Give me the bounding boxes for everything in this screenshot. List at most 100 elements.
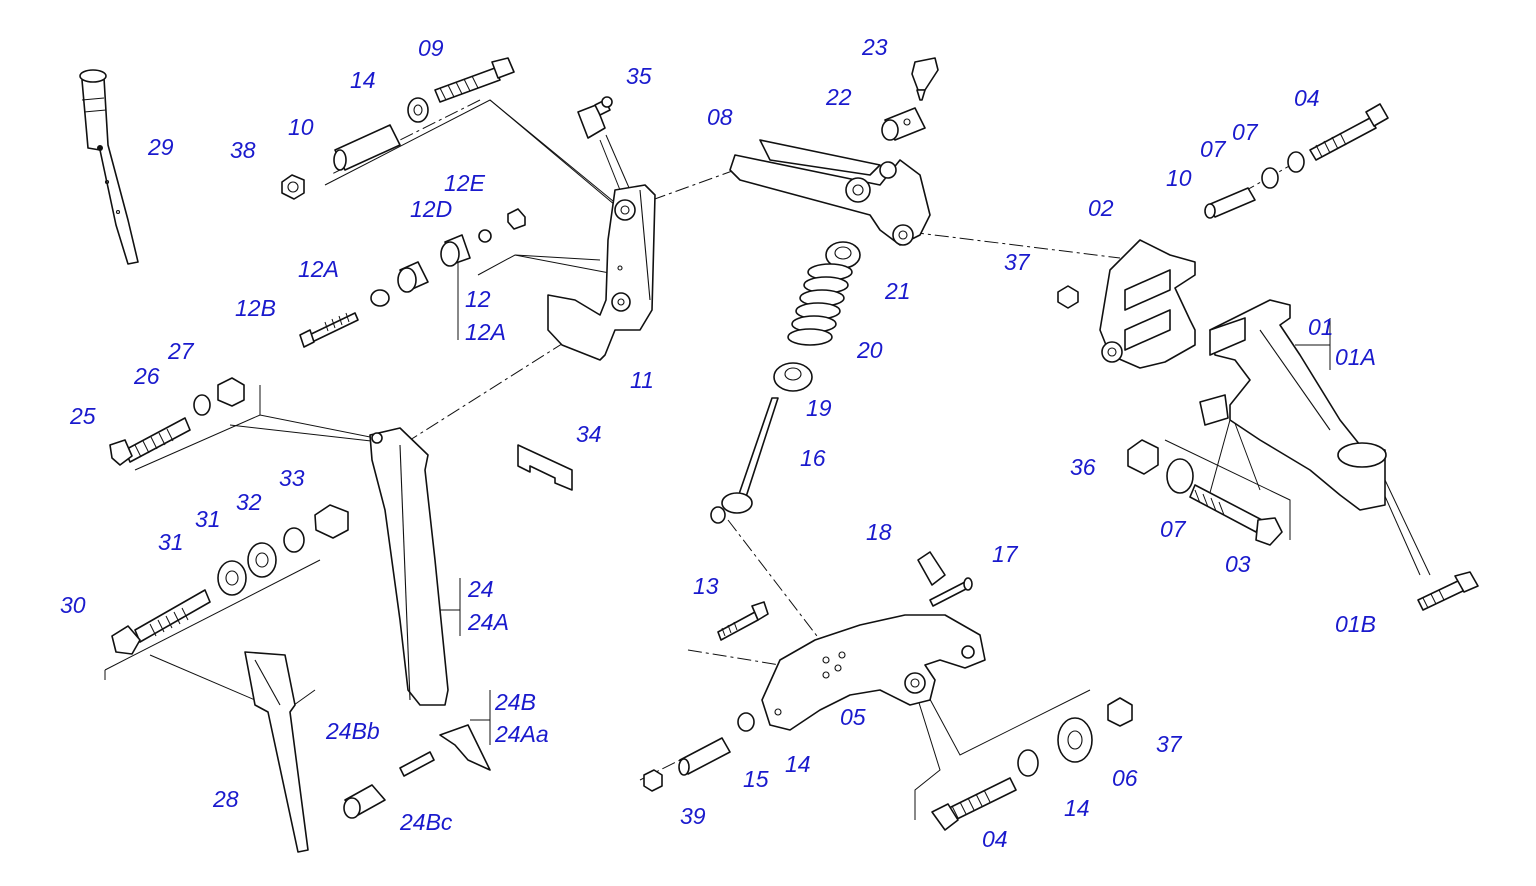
- label-06: 06: [1112, 765, 1138, 791]
- label-15: 15: [743, 766, 769, 792]
- part-07-washer: [1261, 167, 1279, 189]
- label-14-mid: 14: [785, 751, 811, 777]
- leader-lines: [104, 99, 1431, 820]
- part-18-clip: [917, 551, 946, 586]
- part-14-washer: [407, 97, 429, 123]
- part-03-bolt: [1189, 484, 1283, 546]
- part-36-nut: [1127, 439, 1159, 475]
- part-24Bc-sleeve: [343, 784, 386, 819]
- label-32: 32: [236, 489, 262, 515]
- part-37-nut-2: [1107, 697, 1133, 727]
- label-24: 24: [467, 576, 494, 602]
- label-09: 09: [418, 35, 444, 61]
- label-23: 23: [861, 34, 888, 60]
- part-20-spring: [787, 263, 853, 346]
- part-01B-bolt: [1417, 571, 1479, 611]
- label-29: 29: [147, 134, 174, 160]
- label-12A-bottom: 12A: [465, 319, 506, 345]
- label-24Bc: 24Bc: [399, 809, 453, 835]
- label-01A: 01A: [1335, 344, 1376, 370]
- part-22-pin: [881, 107, 926, 141]
- label-01B: 01B: [1335, 611, 1376, 637]
- label-05: 05: [840, 704, 866, 730]
- part-28-blade: [244, 651, 309, 853]
- label-39: 39: [680, 803, 706, 829]
- label-12E: 12E: [444, 170, 486, 196]
- part-25-bolt: [109, 417, 191, 466]
- label-19: 19: [806, 395, 832, 421]
- part-15-sleeve: [678, 737, 731, 776]
- part-26-washer: [193, 394, 211, 416]
- label-28: 28: [212, 786, 239, 812]
- part-32-washer: [283, 527, 305, 553]
- part-05-lever: [761, 614, 986, 731]
- label-11: 11: [630, 367, 654, 393]
- part-37-nut: [1057, 285, 1079, 309]
- part-07-washer-3: [1166, 458, 1194, 494]
- label-25: 25: [69, 403, 96, 429]
- part-31-washer-2: [247, 542, 277, 578]
- label-07-c: 07: [1160, 516, 1187, 542]
- label-20: 20: [856, 337, 883, 363]
- label-07-b: 07: [1200, 136, 1227, 162]
- label-14-right: 14: [1064, 795, 1090, 821]
- label-31-a: 31: [158, 529, 184, 555]
- label-31-b: 31: [195, 506, 221, 532]
- label-34: 34: [576, 421, 602, 447]
- label-10-left: 10: [288, 114, 314, 140]
- part-24B-tip: [439, 724, 491, 771]
- label-12D: 12D: [410, 196, 452, 222]
- label-37-top: 37: [1004, 249, 1031, 275]
- part-39-nut: [643, 769, 663, 792]
- label-03: 03: [1225, 551, 1251, 577]
- part-30-bolt: [111, 589, 211, 655]
- label-12: 12: [465, 286, 491, 312]
- part-38-nut: [281, 174, 305, 200]
- label-12A-top: 12A: [298, 256, 339, 282]
- label-27: 27: [167, 338, 195, 364]
- part-13-bolt: [717, 601, 769, 641]
- label-22: 22: [825, 84, 852, 110]
- label-21: 21: [884, 278, 911, 304]
- part-29-tube: [79, 69, 139, 265]
- label-04-bottom: 04: [982, 826, 1008, 852]
- label-13: 13: [693, 573, 719, 599]
- part-24-arm: [369, 427, 449, 706]
- label-07-a: 07: [1232, 119, 1259, 145]
- label-12B: 12B: [235, 295, 276, 321]
- part-09-bolt: [434, 57, 515, 103]
- label-24Aa: 24Aa: [494, 721, 549, 747]
- part-14-washer-3: [1017, 749, 1039, 777]
- label-16: 16: [800, 445, 826, 471]
- label-26: 26: [133, 363, 160, 389]
- part-24Bb-pin: [399, 751, 435, 777]
- label-08: 08: [707, 104, 733, 130]
- part-04-bolt-lower: [931, 777, 1017, 831]
- label-38: 38: [230, 137, 256, 163]
- label-35: 35: [626, 63, 652, 89]
- label-17: 17: [992, 541, 1019, 567]
- part-31-washer: [217, 560, 247, 596]
- label-24A: 24A: [467, 609, 509, 635]
- part-35-grease-fitting: [577, 96, 613, 139]
- part-10-sleeve: [333, 124, 401, 171]
- part-17-pin: [929, 577, 973, 607]
- label-30: 30: [60, 592, 86, 618]
- label-18: 18: [866, 519, 892, 545]
- label-01: 01: [1308, 314, 1334, 340]
- label-02: 02: [1088, 195, 1114, 221]
- part-07-washer-2: [1287, 151, 1305, 173]
- part-19-spring-seat: [773, 362, 813, 392]
- label-24B: 24B: [494, 689, 536, 715]
- part-33-nut: [314, 504, 349, 539]
- part-23-screw: [911, 57, 939, 101]
- label-04-top: 04: [1294, 85, 1320, 111]
- part-04-bolt-top: [1309, 103, 1389, 161]
- label-37-bottom: 37: [1156, 731, 1183, 757]
- callout-labels: 01 01A 01B 02 03 04 04 05 06 07 07 07 08…: [60, 34, 1376, 852]
- part-16-rod: [710, 397, 779, 524]
- part-06-bushing: [1057, 717, 1093, 763]
- label-10-right: 10: [1166, 165, 1192, 191]
